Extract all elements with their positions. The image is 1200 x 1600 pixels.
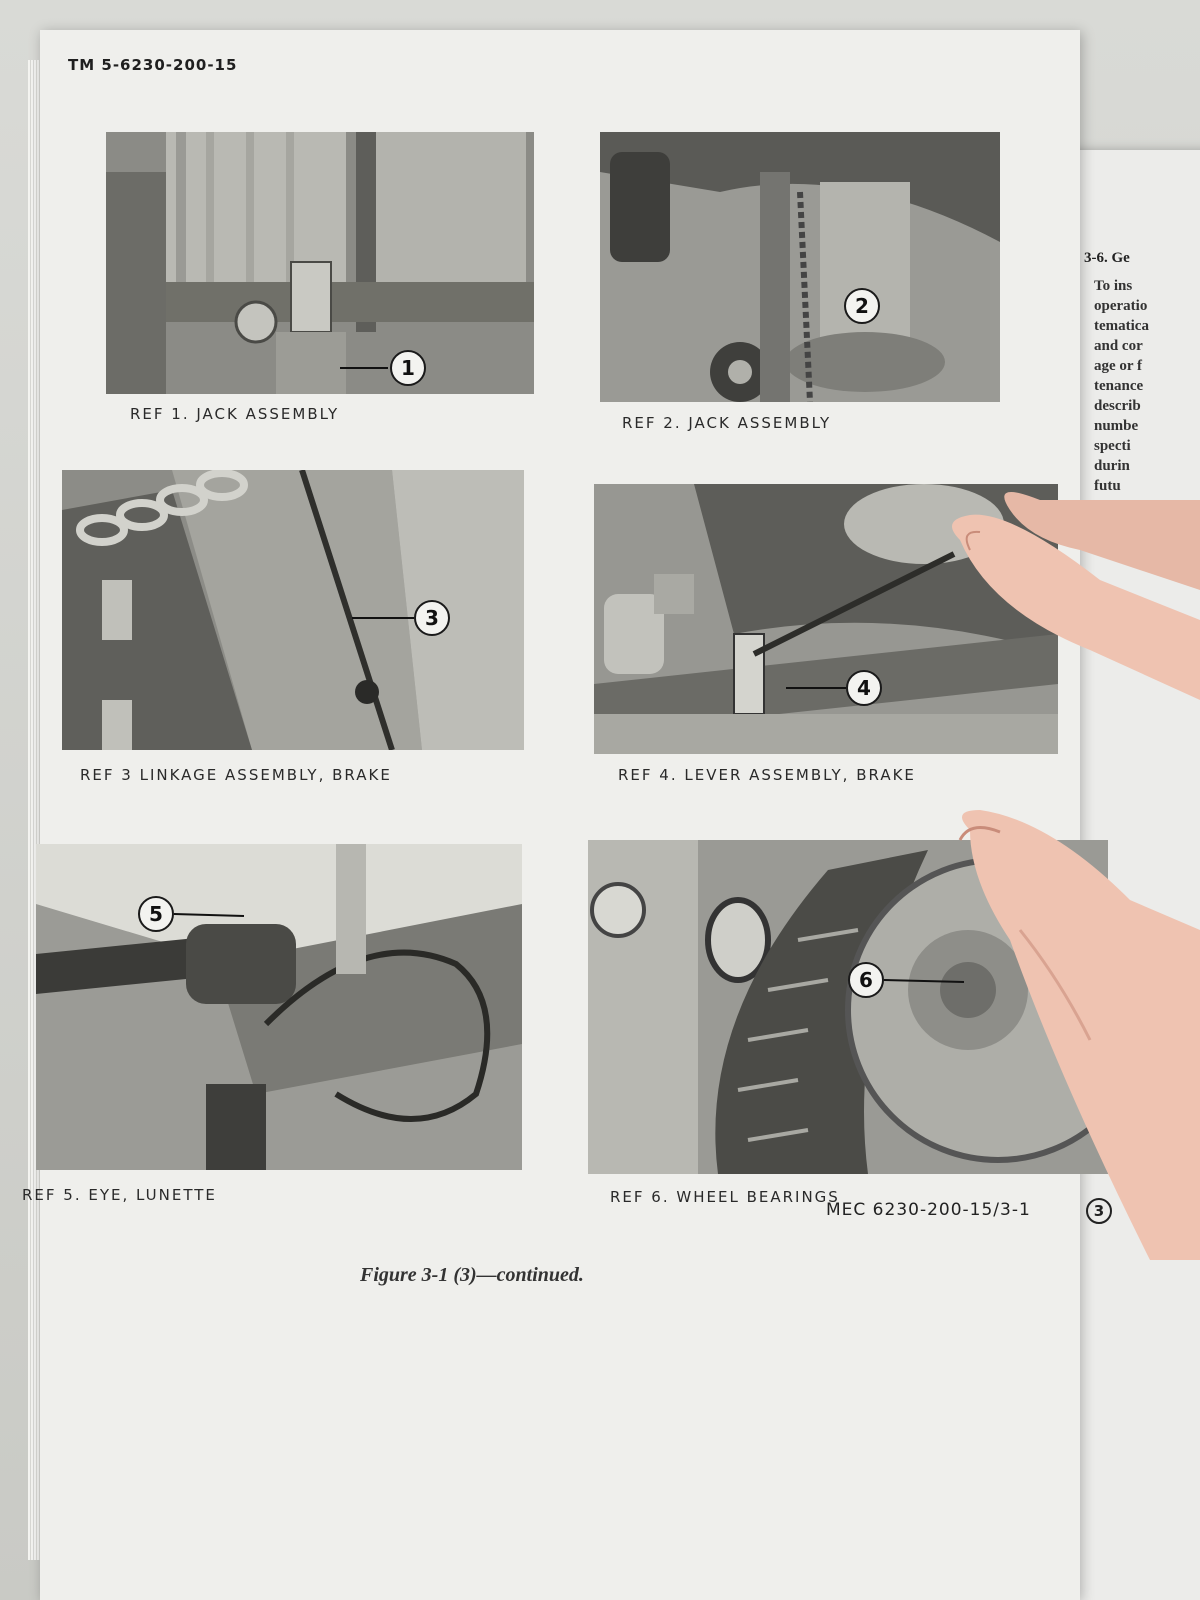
facing-page-line: and cor — [1094, 338, 1143, 354]
callout-4: 4 — [786, 670, 882, 706]
facing-page-line: age or f — [1094, 358, 1143, 374]
facing-page-line: numbe — [1094, 418, 1139, 434]
facing-page-line: specti — [1094, 438, 1131, 454]
facing-page-line: durin — [1094, 458, 1130, 474]
facing-page-line: futu — [1094, 478, 1121, 494]
figure-code-circle: 3 — [1086, 1198, 1112, 1224]
callout-number: 3 — [425, 606, 439, 630]
callout-6: 6 — [848, 962, 965, 998]
figure-code: MEC 6230-200-15/3-1 — [826, 1200, 1031, 1220]
photo-wheel-bearings — [588, 840, 1108, 1174]
caption-ref-4: REF 4. LEVER ASSEMBLY, BRAKE — [618, 766, 916, 784]
caption-ref-5: REF 5. EYE, LUNETTE — [22, 1186, 217, 1204]
facing-page-line: operatio — [1094, 298, 1148, 314]
facing-page-line: tematica — [1094, 318, 1149, 334]
photo-jack-assembly-2 — [600, 132, 1000, 402]
callout-3: 3 — [352, 600, 450, 636]
caption-ref-3: REF 3 LINKAGE ASSEMBLY, BRAKE — [80, 766, 392, 784]
callout-2: 2 — [844, 288, 880, 324]
callout-5: 5 — [138, 896, 245, 932]
callout-number: 2 — [855, 294, 869, 318]
facing-page-line: To ins — [1094, 278, 1133, 294]
caption-ref-2: REF 2. JACK ASSEMBLY — [622, 414, 832, 432]
facing-page-line: describ — [1094, 398, 1141, 414]
facing-page-heading: 3-6. Ge — [1084, 250, 1130, 266]
caption-ref-1: REF 1. JACK ASSEMBLY — [130, 405, 340, 423]
callout-number: 6 — [859, 968, 873, 992]
photo-eye-lunette — [36, 844, 522, 1170]
facing-page-line: tenance — [1094, 378, 1144, 394]
callout-number: 5 — [149, 902, 163, 926]
callout-1: 1 — [340, 350, 426, 386]
callout-number: 1 — [401, 356, 415, 380]
hand — [952, 492, 1200, 1260]
document-number: TM 5-6230-200-15 — [68, 56, 238, 74]
figure-caption: Figure 3-1 (3)—continued. — [360, 1264, 584, 1286]
photo-jack-assembly-1 — [106, 132, 534, 394]
callout-number: 4 — [857, 676, 871, 700]
caption-ref-6: REF 6. WHEEL BEARINGS — [610, 1188, 840, 1206]
